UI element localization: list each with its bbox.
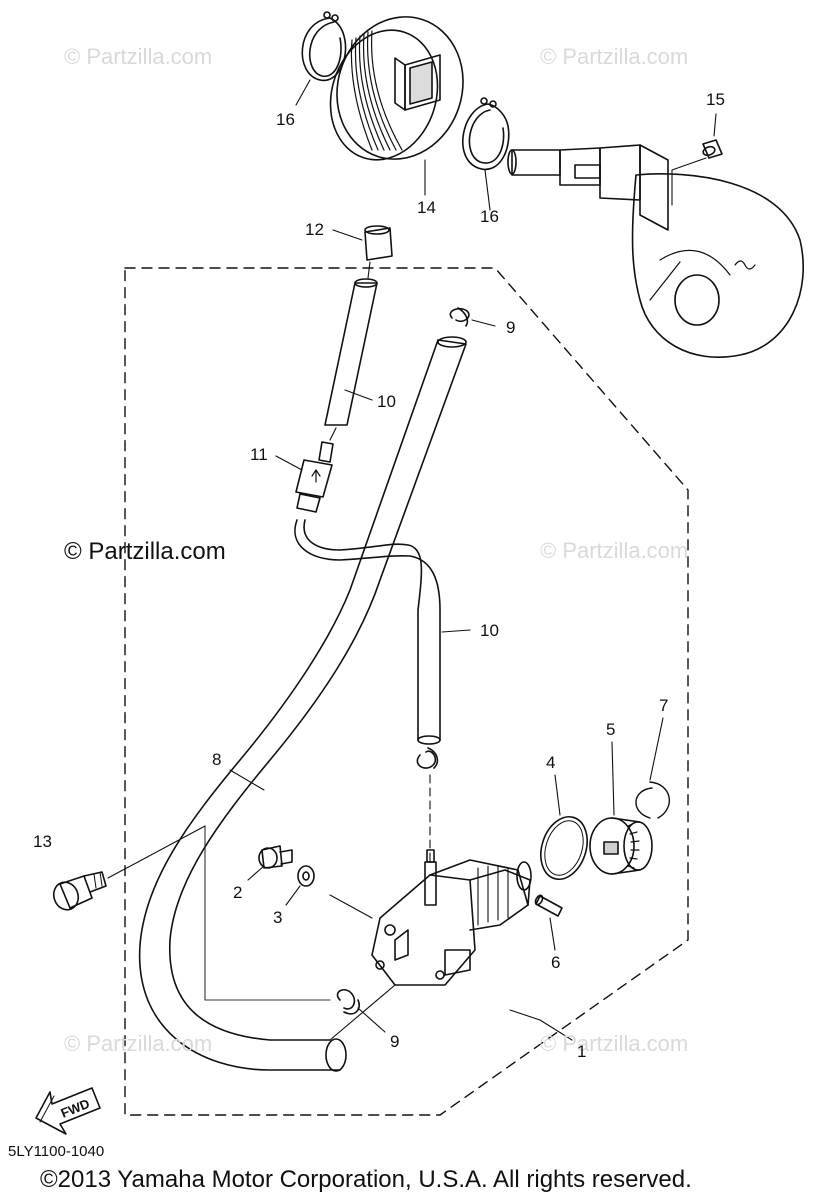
callout-4: 4 (546, 753, 556, 772)
assembly-boundary (124, 267, 689, 1116)
dowel-pin-part-15 (671, 139, 723, 206)
hose-clip-part-9-mid (416, 747, 439, 769)
leader-1 (539, 1019, 573, 1041)
circlip-part-16-left (301, 11, 347, 82)
callout-11: 11 (250, 445, 268, 464)
hose-clip-part-9-bottom (336, 989, 360, 1015)
watermark-mid-left: © Partzilla.com (64, 538, 226, 565)
callout-16-right: 16 (480, 207, 499, 226)
callout-5: 5 (606, 720, 616, 739)
hose-part-10-lower (294, 519, 441, 745)
callout-14: 14 (417, 198, 436, 217)
callout-16-left: 16 (276, 110, 295, 129)
callout-15: 15 (706, 90, 725, 109)
fuel-filter-part-11 (295, 441, 334, 513)
leader-6 (549, 917, 556, 951)
callout-12: 12 (305, 220, 324, 239)
pin-part-6 (534, 894, 563, 917)
circlip-part-7 (635, 781, 671, 819)
callout-2: 2 (233, 883, 243, 902)
leader-2 (247, 865, 265, 881)
gear-part-5 (589, 817, 653, 875)
collar-part-12 (364, 225, 393, 261)
leader-13 (107, 825, 206, 879)
leader-5 (611, 741, 615, 816)
oil-pump-part-1 (371, 849, 532, 986)
washer-part-3 (297, 865, 315, 887)
callout-6: 6 (551, 953, 561, 972)
copyright-notice: ©2013 Yamaha Motor Corporation, U.S.A. A… (40, 1166, 692, 1193)
callout-10-bottom: 10 (480, 621, 499, 640)
leader-11 (275, 455, 303, 471)
leader-4 (554, 774, 561, 816)
callout-10-top: 10 (377, 392, 396, 411)
watermark-bottom-right: © Partzilla.com (540, 1031, 689, 1056)
leader-3 (285, 885, 301, 906)
hose-clip-part-9-top (449, 307, 470, 327)
callout-9-bottom: 9 (390, 1032, 400, 1051)
watermark-bottom-left: © Partzilla.com (64, 1031, 213, 1056)
callout-1: 1 (577, 1042, 587, 1061)
part-code: 5LY1100-1040 (8, 1143, 105, 1160)
screw-part-2 (258, 845, 293, 869)
watermark-top-right: © Partzilla.com (540, 44, 689, 69)
callout-9-top: 9 (506, 318, 516, 337)
callout-3: 3 (273, 908, 283, 927)
leader-16-right (484, 169, 491, 211)
watermark-top-left: © Partzilla.com (64, 44, 213, 69)
circlip-part-16-right (462, 97, 510, 171)
oil-hose-part-8 (138, 336, 467, 1072)
leader-9-top (471, 319, 496, 327)
callout-13: 13 (33, 832, 52, 851)
leader-16-left (295, 79, 311, 106)
pulley-part-14 (329, 16, 464, 161)
callout-8: 8 (212, 750, 222, 769)
leader-10-top (344, 389, 373, 401)
leader-12 (332, 229, 363, 241)
o-ring-part-4 (540, 816, 588, 880)
leader-15 (713, 113, 717, 137)
leader-9-bottom (357, 1007, 386, 1033)
fwd-arrow-icon: FWD (35, 1087, 101, 1135)
bolt-part-13 (52, 871, 107, 911)
short-hose-part-10 (324, 278, 378, 426)
crankshaft (507, 144, 804, 358)
leader-8 (229, 769, 265, 791)
leader-10-bottom (441, 629, 471, 633)
leader-7 (649, 717, 664, 781)
callout-7: 7 (659, 696, 669, 715)
watermark-mid-right: © Partzilla.com (540, 538, 689, 563)
